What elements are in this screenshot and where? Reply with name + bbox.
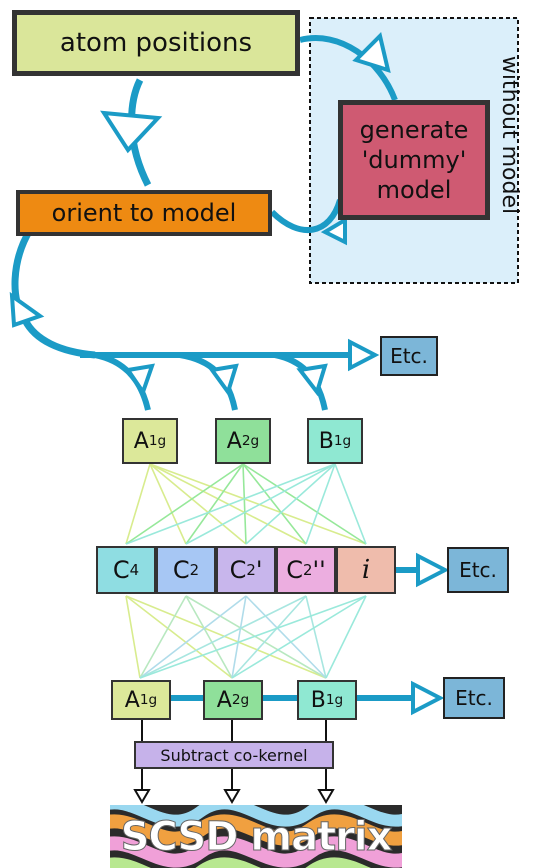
- matrix-pattern: [110, 805, 402, 868]
- correlation-line: [231, 595, 367, 679]
- scsd-matrix-label: SCSD matrix: [120, 814, 393, 861]
- correlation-line: [245, 463, 336, 545]
- correlation-line: [139, 595, 367, 679]
- flow-arrowhead: [208, 363, 239, 397]
- correlation-line: [242, 463, 247, 545]
- irrep-to-operation-links: [125, 463, 367, 545]
- correlation-line: [245, 595, 327, 679]
- correlation-line: [125, 595, 327, 679]
- atom-positions-label: atom positions: [59, 28, 253, 58]
- correlation-line: [185, 595, 327, 679]
- without-model-label: without model: [497, 55, 523, 215]
- correlation-line: [149, 463, 367, 545]
- correlation-line: [305, 595, 327, 679]
- correlation-line: [125, 463, 336, 545]
- etc-box-ops: Etc.: [447, 547, 509, 593]
- flow-arrowhead: [411, 680, 445, 716]
- correlation-line: [185, 463, 244, 545]
- correlation-line: [231, 595, 247, 679]
- etc-box-top: Etc.: [380, 336, 438, 376]
- flow-arrowhead: [100, 110, 163, 154]
- flow-arrowhead: [296, 363, 328, 397]
- flow-arrowhead: [352, 32, 391, 73]
- correlation-line: [325, 595, 367, 679]
- correlation-line: [125, 595, 141, 679]
- flow-arrowhead: [9, 291, 45, 328]
- flow-dummy-to-orient: [269, 199, 343, 234]
- dummy-model-box: generate 'dummy' model: [338, 100, 490, 220]
- correlation-line: [139, 595, 247, 679]
- correlation-line: [149, 463, 247, 545]
- cokernel-arrows: [133, 718, 335, 804]
- correlation-line: [125, 463, 244, 545]
- correlation-line: [185, 463, 336, 545]
- atom-positions-box: atom positions: [12, 10, 300, 76]
- correlation-line: [305, 463, 336, 545]
- correlation-line: [149, 463, 187, 545]
- correlation-line: [242, 463, 307, 545]
- flow-atom-to-dummy: [299, 35, 398, 102]
- flow-arrowhead: [320, 216, 347, 246]
- correlation-line: [334, 463, 367, 545]
- flow-arrowhead: [348, 338, 380, 372]
- dummy-model-label: generate 'dummy' model: [359, 116, 469, 204]
- flow-arrowhead: [124, 363, 155, 397]
- correlation-line: [231, 595, 307, 679]
- correlation-line: [149, 463, 307, 545]
- operation-to-irrep-links: [125, 595, 367, 679]
- cokernel-bar: Subtract co-kernel: [134, 741, 334, 769]
- orient-box: orient to model: [16, 190, 272, 236]
- correlation-line: [185, 595, 233, 679]
- orient-label: orient to model: [51, 199, 237, 227]
- correlation-line: [125, 463, 151, 545]
- correlation-line: [139, 595, 187, 679]
- etc-box-bottom: Etc.: [443, 677, 505, 719]
- correlation-line: [139, 595, 307, 679]
- flow-orient-to-split: [11, 228, 96, 359]
- op-inversion: i: [336, 546, 396, 594]
- correlation-line: [125, 595, 233, 679]
- correlation-line: [242, 463, 367, 545]
- flow-arrowhead: [416, 552, 450, 588]
